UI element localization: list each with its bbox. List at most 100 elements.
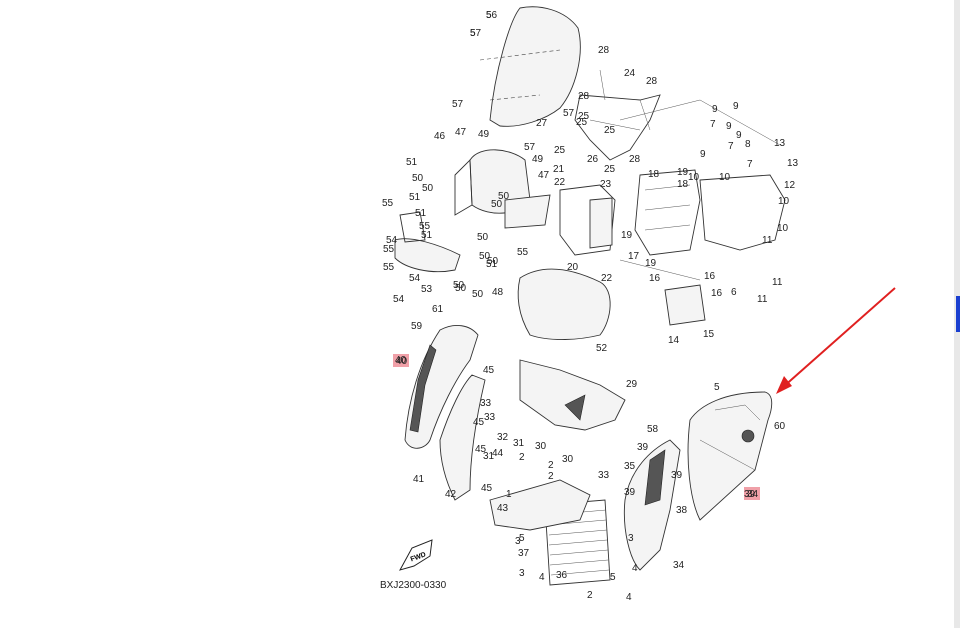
callout-41: 41 — [413, 474, 425, 485]
callout-54: 54 — [386, 235, 398, 246]
callout-22: 22 — [601, 273, 613, 284]
callout-40: 40 — [395, 355, 407, 366]
frame-stay-part — [634, 169, 701, 256]
callout-18: 18 — [677, 179, 689, 190]
callout-43: 43 — [497, 503, 509, 514]
callout-33: 33 — [484, 412, 496, 423]
fwd-arrow-icon — [398, 539, 433, 571]
highlighted-callout-40: 40 — [396, 356, 408, 367]
callout-49: 49 — [478, 129, 490, 140]
callout-53: 53 — [421, 284, 433, 295]
callout-9: 9 — [733, 101, 739, 112]
callout-13: 13 — [787, 158, 799, 169]
callout-38: 38 — [676, 505, 688, 516]
callout-5: 5 — [486, 10, 492, 21]
callout-28: 28 — [629, 154, 641, 165]
callout-37: 37 — [518, 548, 530, 559]
callout-33: 33 — [480, 398, 492, 409]
callout-10: 10 — [777, 223, 789, 234]
callout-28: 28 — [598, 45, 610, 56]
callout-13: 13 — [774, 138, 786, 149]
callout-54: 54 — [393, 294, 405, 305]
callout-9: 9 — [700, 149, 706, 160]
callout-47: 47 — [455, 127, 467, 138]
callout-25: 25 — [578, 111, 590, 122]
callout-21: 21 — [553, 164, 565, 175]
callout-42: 42 — [445, 489, 457, 500]
callout-39: 39 — [637, 442, 649, 453]
callout-4: 4 — [539, 572, 545, 583]
callout-14: 14 — [668, 335, 680, 346]
callout-50: 50 — [455, 283, 467, 294]
callout-9: 9 — [712, 104, 718, 115]
callout-25: 25 — [604, 164, 616, 175]
callout-31: 31 — [483, 451, 495, 462]
callout-11: 11 — [772, 277, 783, 288]
callout-4: 4 — [632, 563, 638, 574]
callout-15: 15 — [703, 329, 715, 340]
callout-60: 60 — [774, 421, 786, 432]
callout-2: 2 — [587, 590, 593, 601]
callout-56: 56 — [486, 10, 498, 21]
diagram-code: BXJ2300-0330 — [380, 580, 447, 591]
callout-52: 52 — [596, 343, 608, 354]
callout-55: 55 — [419, 221, 431, 232]
callout-57: 57 — [452, 99, 464, 110]
highlight-box-40 — [393, 354, 409, 367]
callout-58: 58 — [647, 424, 659, 435]
callout-57: 57 — [563, 108, 575, 119]
callout-11: 11 — [762, 235, 773, 246]
callout-48: 48 — [492, 287, 504, 298]
callout-57: 57 — [470, 28, 482, 39]
callout-19: 19 — [645, 258, 657, 269]
callout-2: 2 — [548, 460, 554, 471]
callout-50: 50 — [491, 199, 503, 210]
callout-51: 51 — [415, 208, 427, 219]
callout-45: 45 — [473, 417, 485, 428]
callout-46: 46 — [434, 131, 446, 142]
callout-5: 5 — [470, 28, 476, 39]
callout-30: 30 — [535, 441, 547, 452]
callout-32: 32 — [497, 432, 509, 443]
callout-16: 16 — [649, 273, 661, 284]
callout-16: 16 — [711, 288, 723, 299]
callout-59: 59 — [411, 321, 423, 332]
callout-29: 29 — [626, 379, 638, 390]
callout-55: 55 — [383, 262, 395, 273]
callout-10: 10 — [778, 196, 790, 207]
callout-17: 17 — [628, 251, 640, 262]
callout-25: 25 — [576, 117, 588, 128]
callout-3: 3 — [519, 568, 525, 579]
callout-2: 2 — [519, 452, 525, 463]
callout-49: 49 — [532, 154, 544, 165]
callout-3: 3 — [515, 536, 521, 547]
callout-61: 61 — [432, 304, 444, 315]
callout-39: 39 — [671, 470, 683, 481]
callout-50: 50 — [472, 289, 484, 300]
callout-45: 45 — [475, 444, 487, 455]
screen-bracket-part — [574, 94, 661, 161]
callout-54: 54 — [409, 273, 421, 284]
callout-23: 23 — [600, 179, 612, 190]
highlighted-callout-34: 34 — [747, 489, 759, 500]
callout-22: 22 — [554, 177, 566, 188]
callout-10: 10 — [688, 172, 700, 183]
highlight-box-34 — [744, 487, 760, 500]
scrollbar-thumb[interactable] — [956, 296, 960, 332]
callout-55: 55 — [517, 247, 529, 258]
callout-50: 50 — [422, 183, 434, 194]
callout-19: 19 — [677, 167, 689, 178]
callout-47: 47 — [538, 170, 550, 181]
callout-50: 50 — [412, 173, 424, 184]
callout-51: 51 — [409, 192, 421, 203]
callout-1: 1 — [506, 489, 512, 500]
callout-2: 2 — [548, 471, 554, 482]
callout-6: 6 — [731, 287, 737, 298]
callout-3: 3 — [628, 533, 634, 544]
callout-44: 44 — [492, 448, 504, 459]
callout-34: 34 — [673, 560, 685, 571]
callout-50: 50 — [453, 280, 465, 291]
callout-31: 31 — [513, 438, 525, 449]
callout-25: 25 — [604, 125, 616, 136]
